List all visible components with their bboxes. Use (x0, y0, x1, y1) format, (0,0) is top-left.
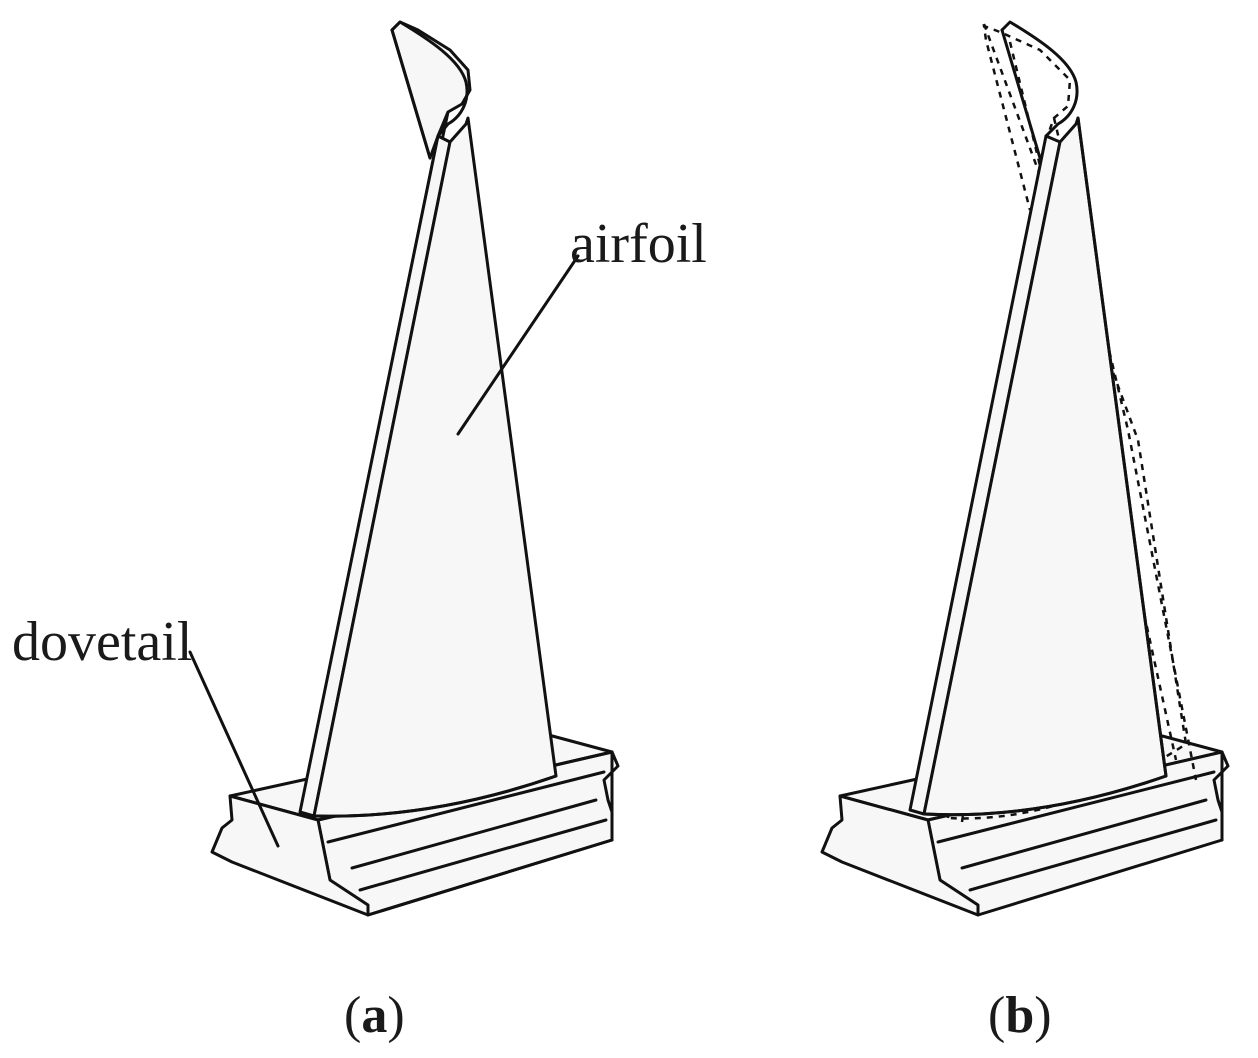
airfoil-leader-a (456, 254, 580, 436)
dovetail-leader-a (188, 650, 280, 848)
panel-a: airfoil dovetail (12, 20, 707, 917)
caption-b: (b) (988, 987, 1052, 1044)
airfoil-blade-a (298, 20, 558, 818)
panel-b (820, 20, 1230, 917)
airfoil-label: airfoil (570, 213, 707, 275)
airfoil-blade-b (908, 20, 1168, 817)
caption-a: (a) (344, 987, 405, 1044)
dovetail-label: dovetail (12, 611, 192, 673)
